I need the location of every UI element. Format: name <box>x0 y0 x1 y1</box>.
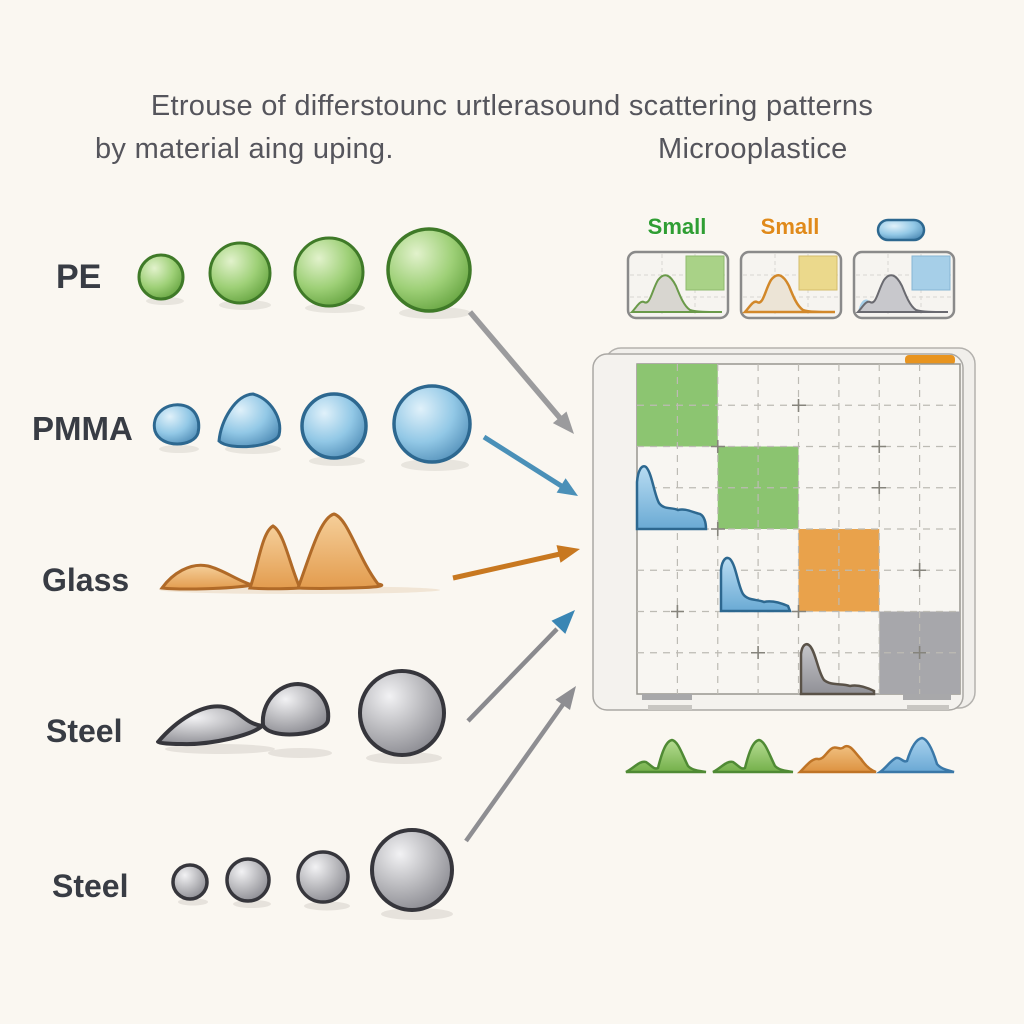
response-curve-green-2 <box>712 738 794 774</box>
pmma-particles <box>152 384 472 471</box>
response-curve-orange <box>796 744 877 774</box>
arrow-steel <box>466 610 575 723</box>
arrow-pmma <box>482 434 578 496</box>
legend-panel-green <box>626 250 730 320</box>
response-curve-blue <box>875 736 955 774</box>
scatter-matrix <box>592 347 976 711</box>
arrow-glass <box>452 545 580 581</box>
matrix-foot-left <box>642 694 692 700</box>
label-pe: PE <box>56 258 102 296</box>
curve-gray <box>799 643 876 696</box>
legend-label-small-orange: Small <box>760 214 820 239</box>
label-steel: Steel <box>46 713 123 749</box>
matrix-orange-tab <box>905 355 955 365</box>
arrow-pe <box>467 310 574 434</box>
legend-label-small-green: Small <box>647 214 707 239</box>
legend-panel-blue <box>852 250 956 320</box>
label-steel2: Steel <box>52 868 129 904</box>
curve-blue-1 <box>635 465 708 531</box>
matrix-foot-right <box>903 694 951 700</box>
label-pmma: PMMA <box>32 410 133 447</box>
title-line2-right: Microoplastice <box>658 133 848 165</box>
matrix-foot-right-2 <box>907 705 949 710</box>
response-curves <box>625 736 955 774</box>
steel-particles <box>155 669 446 764</box>
title-line1: Etrouse of differstounc urtlerasound sca… <box>150 90 874 122</box>
label-glass: Glass <box>42 562 130 598</box>
legend-panel-orange <box>739 250 843 320</box>
glass-particles <box>159 512 440 594</box>
steel2-particles <box>171 828 454 920</box>
arrow-steel2 <box>464 686 576 843</box>
response-curve-green-1 <box>625 738 707 774</box>
matrix-cross-ticks <box>671 399 926 659</box>
curve-blue-2 <box>719 556 792 613</box>
blue-capsule-icon <box>876 218 926 242</box>
title-line2-left: by material aing uping. <box>95 133 394 165</box>
matrix-foot-left-2 <box>648 705 692 710</box>
pe-particles <box>137 227 472 319</box>
